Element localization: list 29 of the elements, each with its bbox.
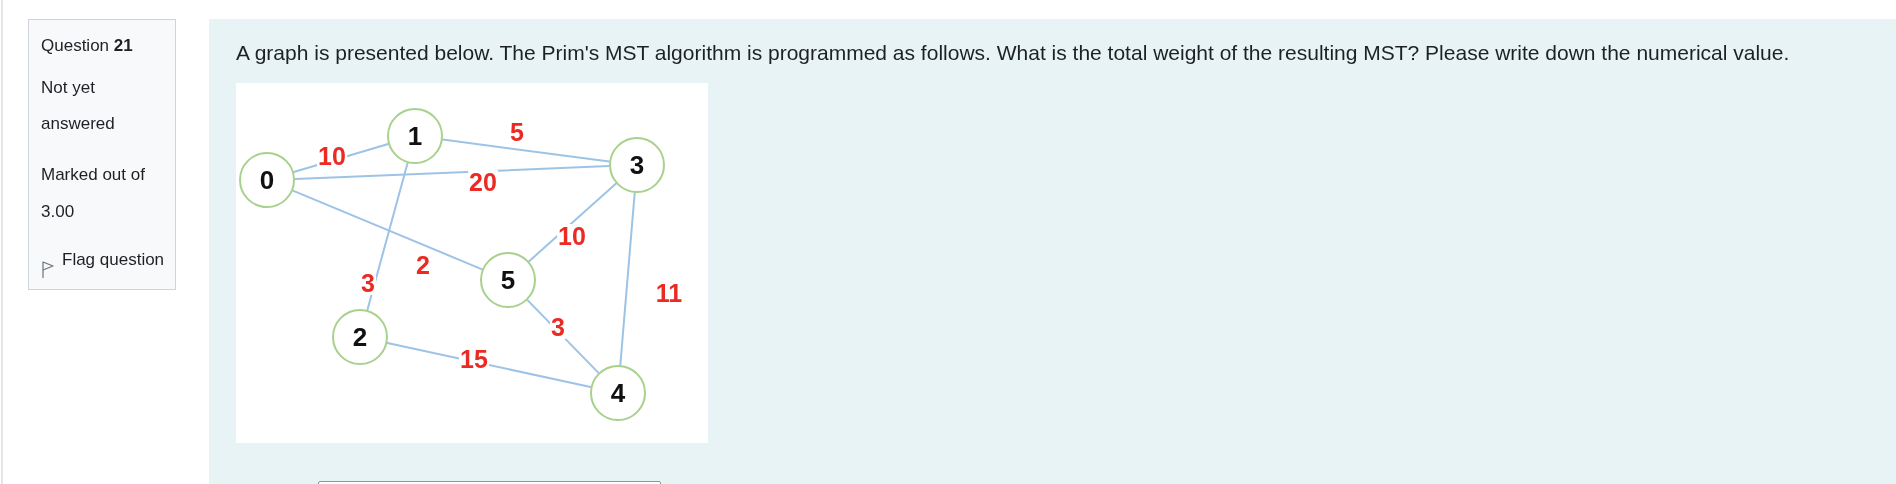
edge-line (366, 162, 409, 311)
edge-label: 2 (415, 253, 431, 277)
edge-label: 11 (654, 281, 684, 305)
vertex-circle: 1 (387, 108, 443, 164)
edge-label: 20 (468, 170, 498, 194)
edge-label: 5 (509, 120, 525, 144)
vertex-circle: 4 (590, 365, 646, 421)
question-panel (209, 19, 1896, 484)
vertex-circle: 2 (332, 309, 388, 365)
flag-question-link: Flag question (41, 247, 165, 278)
vertex-circle: 0 (239, 152, 295, 208)
marks-text: Marked out of 3.00 (41, 164, 146, 223)
edge-line (619, 191, 636, 367)
edge-label: 15 (459, 347, 489, 371)
edge-line (526, 299, 600, 374)
status-text: Not yet answered (41, 77, 116, 135)
edge-line (527, 182, 618, 263)
vertex-circle: 5 (480, 252, 536, 308)
edge-line (294, 165, 610, 180)
edge-line (291, 189, 484, 271)
question-text: A graph is presented below. The Prim's MST algorithm is programmed as follows. What is the total weight of the resulting MST? Please write down the numerical value. (236, 40, 1790, 66)
edge-label: 10 (317, 144, 347, 168)
edge-label: 10 (557, 224, 587, 248)
question-number: Question 21 (41, 35, 133, 57)
question-info-panel (28, 19, 176, 290)
edge-label: 3 (360, 271, 376, 295)
edge-line (441, 138, 611, 163)
vertex-circle: 3 (609, 137, 665, 193)
edge-label: 3 (550, 315, 566, 339)
